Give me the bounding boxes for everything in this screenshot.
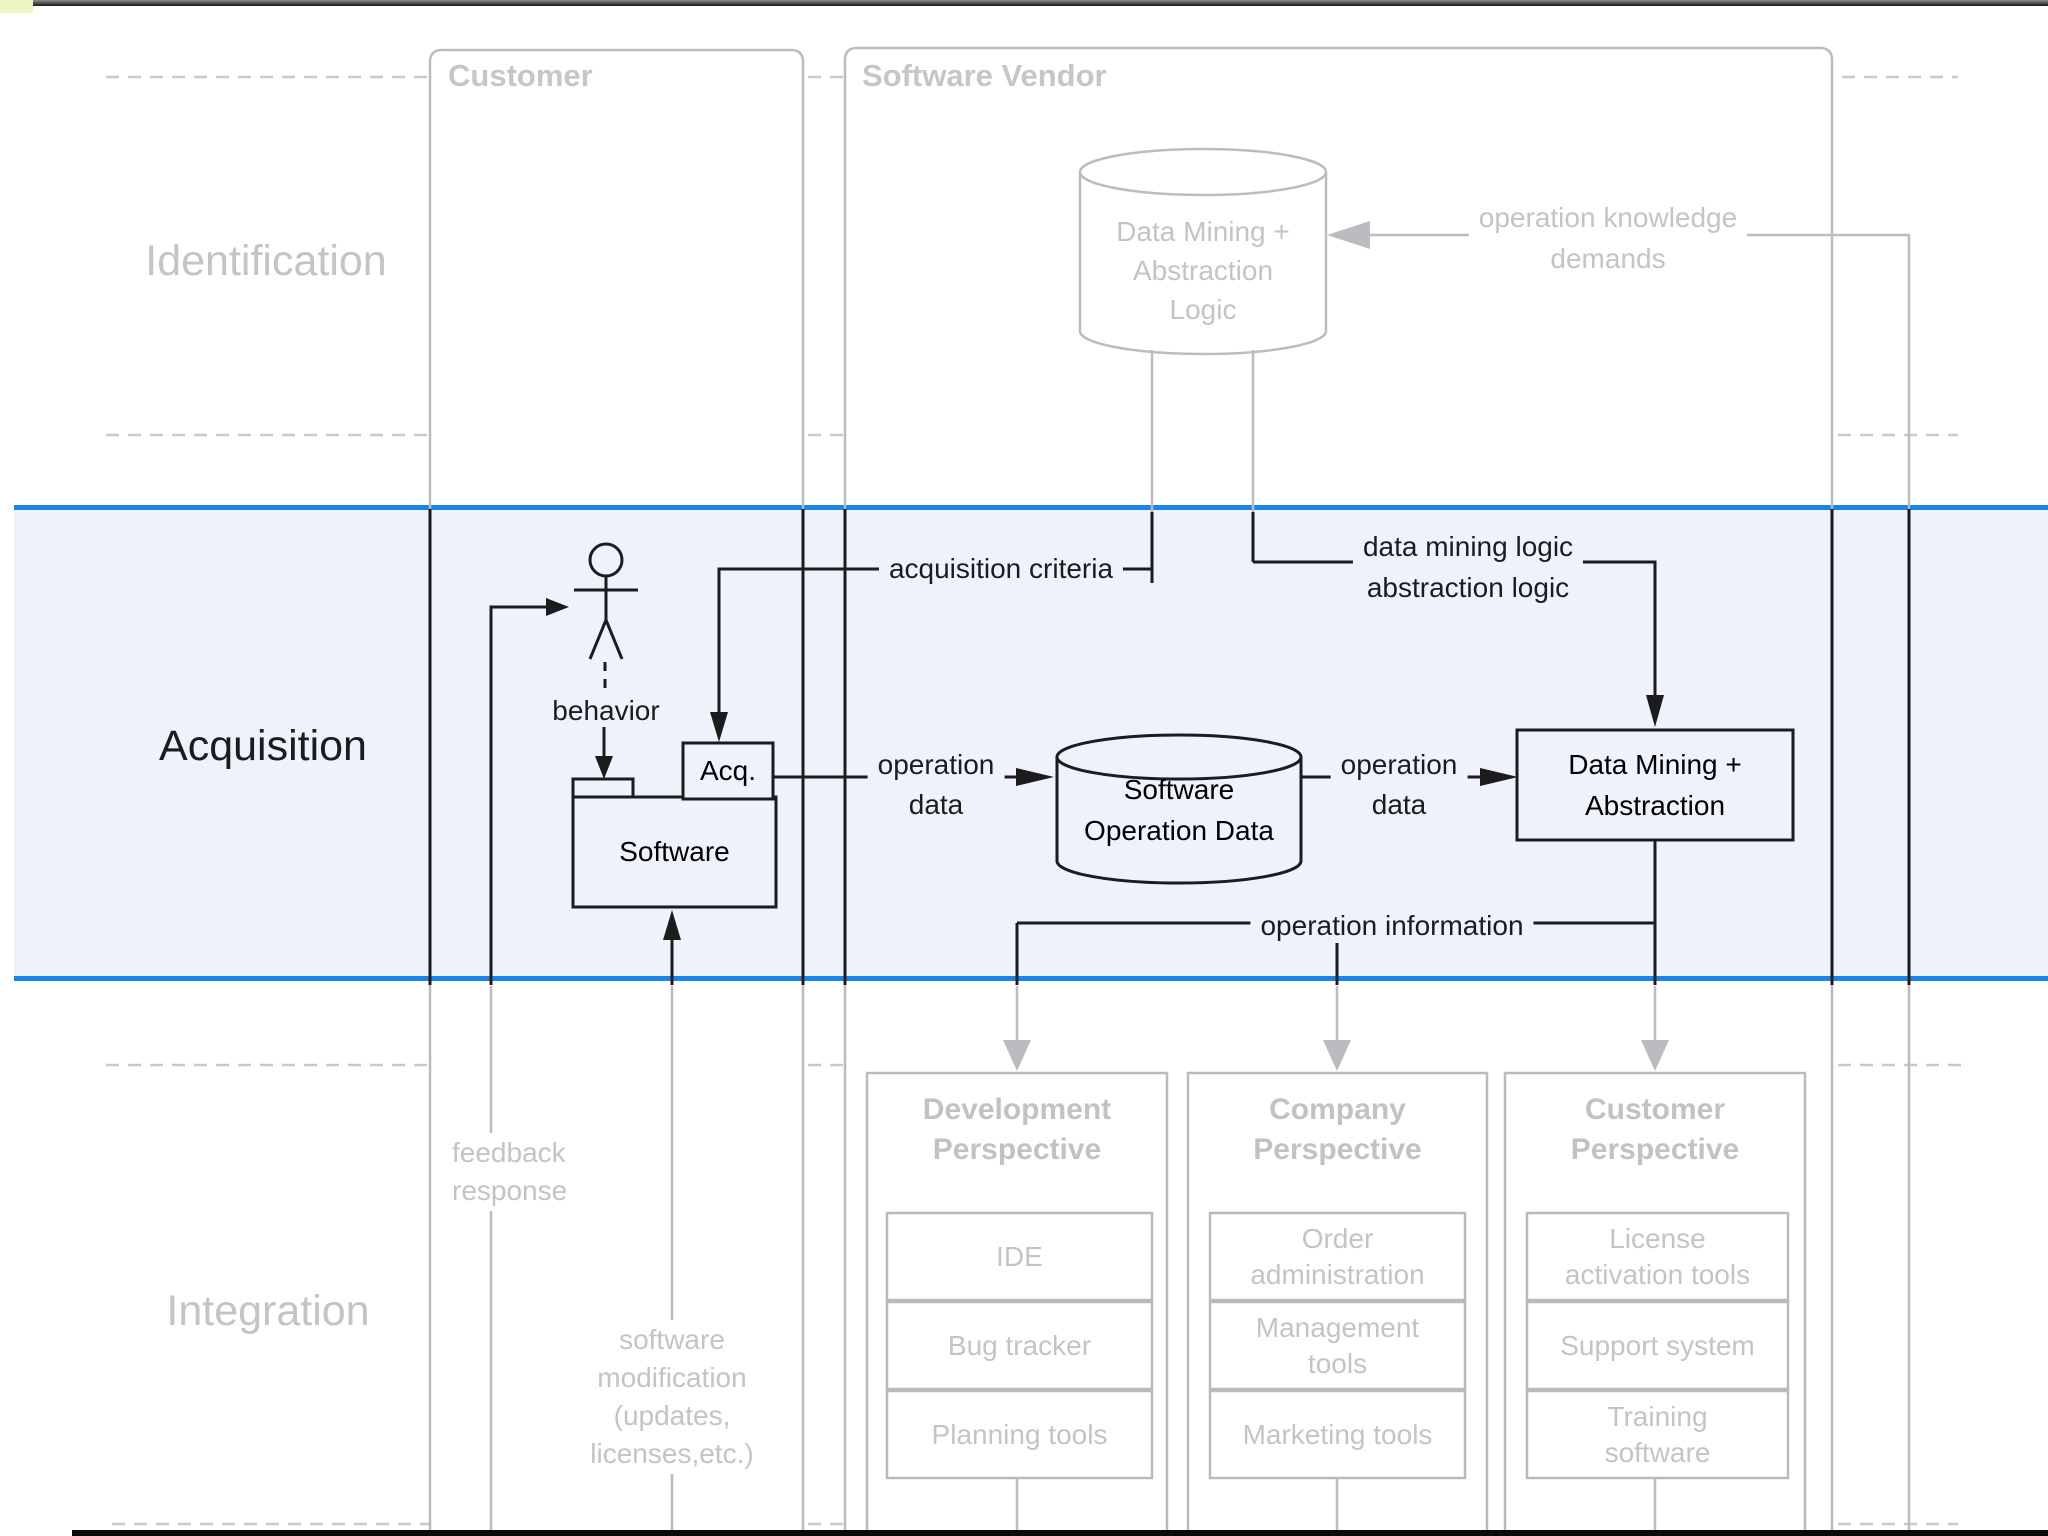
customer-perspective-title: Customer Perspective [1570, 1093, 1740, 1166]
lane-borders [428, 46, 1834, 1536]
lane-title-customer: Customer [448, 58, 593, 93]
arrow-down-icon [1003, 1040, 1031, 1071]
phase-divider-dashed-lines [106, 75, 1962, 1526]
software-modification-arrow [663, 910, 681, 985]
tool-cell-marketing-tools: Marketing tools [1242, 1418, 1433, 1450]
tool-cell-bug-tracker: Bug tracker [947, 1329, 1092, 1361]
tool-cell-management-tools: Management tools [1255, 1311, 1420, 1379]
mining-process-label: Data Mining + Abstraction [1568, 749, 1742, 821]
tool-cell-training-software: Training software [1604, 1400, 1711, 1468]
arrow-right-icon [546, 598, 569, 616]
logic-database-cylinder [1078, 147, 1328, 512]
corner-chip [0, 0, 33, 13]
acquisition-criteria-connector [717, 567, 1152, 714]
lane-title-software-vendor: Software Vendor [862, 58, 1107, 93]
software-vendor-lane-border [843, 46, 1834, 1536]
operation-data-in-label: operation data [867, 744, 1005, 826]
perspective-boxes [865, 1071, 1807, 1536]
phase-label-acquisition: Acquisition [159, 722, 367, 770]
operation-data-store-label: Software Operation Data [1084, 774, 1274, 846]
logic-database-label: Data Mining + Abstraction Logic [1116, 216, 1290, 325]
active-band-lane-segments [428, 509, 1911, 985]
company-perspective-title: Company Perspective [1253, 1093, 1422, 1166]
bottom-border-bar [72, 1530, 2048, 1536]
arrow-left-icon [1327, 221, 1370, 249]
tool-cell-order-administration: Order administration [1250, 1222, 1425, 1290]
behavior-label: behavior [542, 694, 670, 727]
tool-cell-support-system: Support system [1560, 1329, 1755, 1361]
arrow-down-icon [1323, 1040, 1351, 1071]
arrow-down-icon [1646, 695, 1664, 727]
software-modification-label: software modification (updates, licenses… [580, 1320, 764, 1474]
phase-label-identification: Identification [145, 237, 387, 285]
operation-data-cylinder [1055, 733, 1303, 885]
mining-logic-flow-label: data mining logic abstraction logic [1352, 525, 1584, 609]
arrow-up-icon [663, 910, 681, 940]
arrow-right-icon [1480, 768, 1518, 786]
customer-actor-icon [574, 542, 638, 660]
feedback-response-label: feedback response [442, 1133, 578, 1211]
operation-information-label: operation information [1250, 908, 1534, 943]
acquisition-criteria-label: acquisition criteria [878, 551, 1124, 586]
arrow-down-icon [1641, 1040, 1669, 1071]
mining-process-box [1515, 728, 1795, 842]
development-perspective-title: Development Perspective [922, 1093, 1112, 1166]
logic-cylinder-drop-lines [1150, 350, 1255, 512]
arrow-down-icon [710, 712, 728, 742]
perspective-drop-arrowheads [1003, 1040, 1669, 1071]
phase-label-integration: Integration [166, 1287, 370, 1335]
acq-component-label: Acq. [699, 755, 757, 786]
tool-cell-ide: IDE [996, 1240, 1043, 1272]
customer-lane-border [428, 48, 805, 1536]
acq-component-box [681, 741, 775, 801]
software-package-folder [571, 777, 778, 909]
operation-knowledge-demands-label: operation knowledge demands [1468, 196, 1748, 280]
software-package-label: Software [619, 836, 730, 867]
operation-data-out-label: operation data [1330, 744, 1468, 826]
arrow-down-icon [595, 756, 613, 779]
top-border-bar [33, 0, 2048, 6]
tool-cell-license-activation: License activation tools [1564, 1222, 1751, 1290]
behavior-flow [595, 662, 613, 779]
arrow-right-icon [1016, 768, 1054, 786]
feedback-arrow [489, 598, 569, 985]
tool-cell-planning-tools: Planning tools [931, 1418, 1108, 1450]
